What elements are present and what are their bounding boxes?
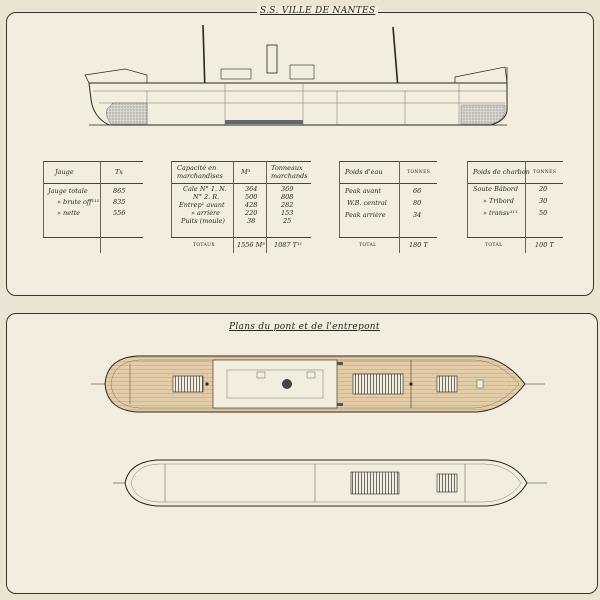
table-cell: Puits (moule) [181,217,225,225]
between-deck-main-hatch [350,471,400,495]
tonnage-header-unit: Tx [115,168,124,176]
table-cell: Jauge totale [48,187,88,195]
table-cell: 835 [113,198,126,206]
water-weight-table: Poids d'eau TONNES Peak avant 66 W.B. ce… [339,161,437,253]
coal-header-label: Poids de charbon [473,168,530,176]
hull-outline [88,82,508,126]
funnel [266,44,278,74]
table-cell: N° 2. R. [193,193,220,201]
cargo-capacity-table: Capacité en marchandises M³ Tonneaux mar… [171,161,311,253]
table-cell: 153 [281,209,294,217]
table-cell: 30 [539,197,548,205]
table-cell: 808 [281,193,294,201]
ship-title: S.S. VILLE DE NANTES [257,6,379,16]
table-cell: » transv¹¹¹ [483,209,518,217]
coal-total-label: TOTAL [485,243,503,248]
profile-sheet: S.S. VILLE DE NANTES [6,6,594,296]
table-cell: Entrep¹ avant [179,201,225,209]
tonnage-header-label: Jauge [55,168,74,176]
coal-header-unit: TONNES [533,170,557,175]
capacity-total-label: TOTAUX [193,243,215,248]
fore-peak-tank [460,104,506,125]
funnel-circle [282,379,292,389]
table-cell: 220 [245,209,258,217]
table-cell: 282 [281,201,294,209]
table-cell: » arrière [191,209,221,217]
table-cell: 50 [539,209,548,217]
table-cell: » nette [57,209,81,217]
capacity-total-m3: 1556 M³ [237,241,265,249]
table-cell: 20 [539,185,548,193]
capacity-header-label: Capacité en marchandises [177,164,223,180]
water-total-label: TOTAL [359,243,377,248]
wheel-house [289,64,315,80]
table-cell: Cale N° 1. N. [183,185,227,193]
deck-plan-sheet: Plans du pont et de l'entrepont [6,313,598,594]
water-total-value: 180 T [409,241,428,249]
aft-peak-tank [106,102,148,125]
deck-plan-title: Plans du pont et de l'entrepont [229,322,380,332]
capacity-total-tonneaux: 1087 T¹¹ [274,241,303,249]
between-deck-outline [124,459,528,507]
table-cell: 865 [113,187,126,195]
capacity-header-tonneaux: Tonneaux marchands [271,164,308,180]
coal-weight-table: Poids de charbon TONNES Soute Bâbord 20 … [467,161,563,253]
main-hatch [352,373,404,395]
table-cell: 66 [413,187,422,195]
table-cell: 34 [413,211,422,219]
table-cell: 500 [245,193,258,201]
table-cell: 80 [413,199,422,207]
table-cell: 556 [113,209,126,217]
capacity-header-m3: M³ [241,168,251,176]
poop-deck [84,68,148,84]
ship-profile-drawing [84,24,508,126]
table-cell: » Tribord [483,197,514,205]
deck-plans-drawing [91,355,547,507]
water-header-unit: TONNES [407,170,431,175]
between-deck-plan [113,459,547,507]
table-cell: 364 [245,185,258,193]
between-deck-fore-hatch [436,473,458,493]
central-ballast-stripe [225,120,303,124]
upper-deck-plan [91,355,545,413]
water-header-label: Poids d'eau [345,168,383,176]
table-cell: 38 [247,217,256,225]
table-cell: 428 [245,201,258,209]
coal-total-value: 100 T [535,241,554,249]
tonnage-table: Jauge Tx Jauge totale 865 » brute off¹¹¹… [43,161,143,253]
table-cell: 25 [283,217,292,225]
forecastle [454,66,508,84]
fore-hatch [436,375,458,393]
table-cell: Soute Bâbord [473,185,519,193]
table-cell: Peak avant [345,187,382,195]
table-cell: » brute off¹¹¹ [57,198,100,206]
table-cell: Peak arrière [345,211,386,219]
table-cell: W.B. central [347,199,387,207]
table-cell: 369 [281,185,294,193]
aft-hatch [172,375,204,393]
